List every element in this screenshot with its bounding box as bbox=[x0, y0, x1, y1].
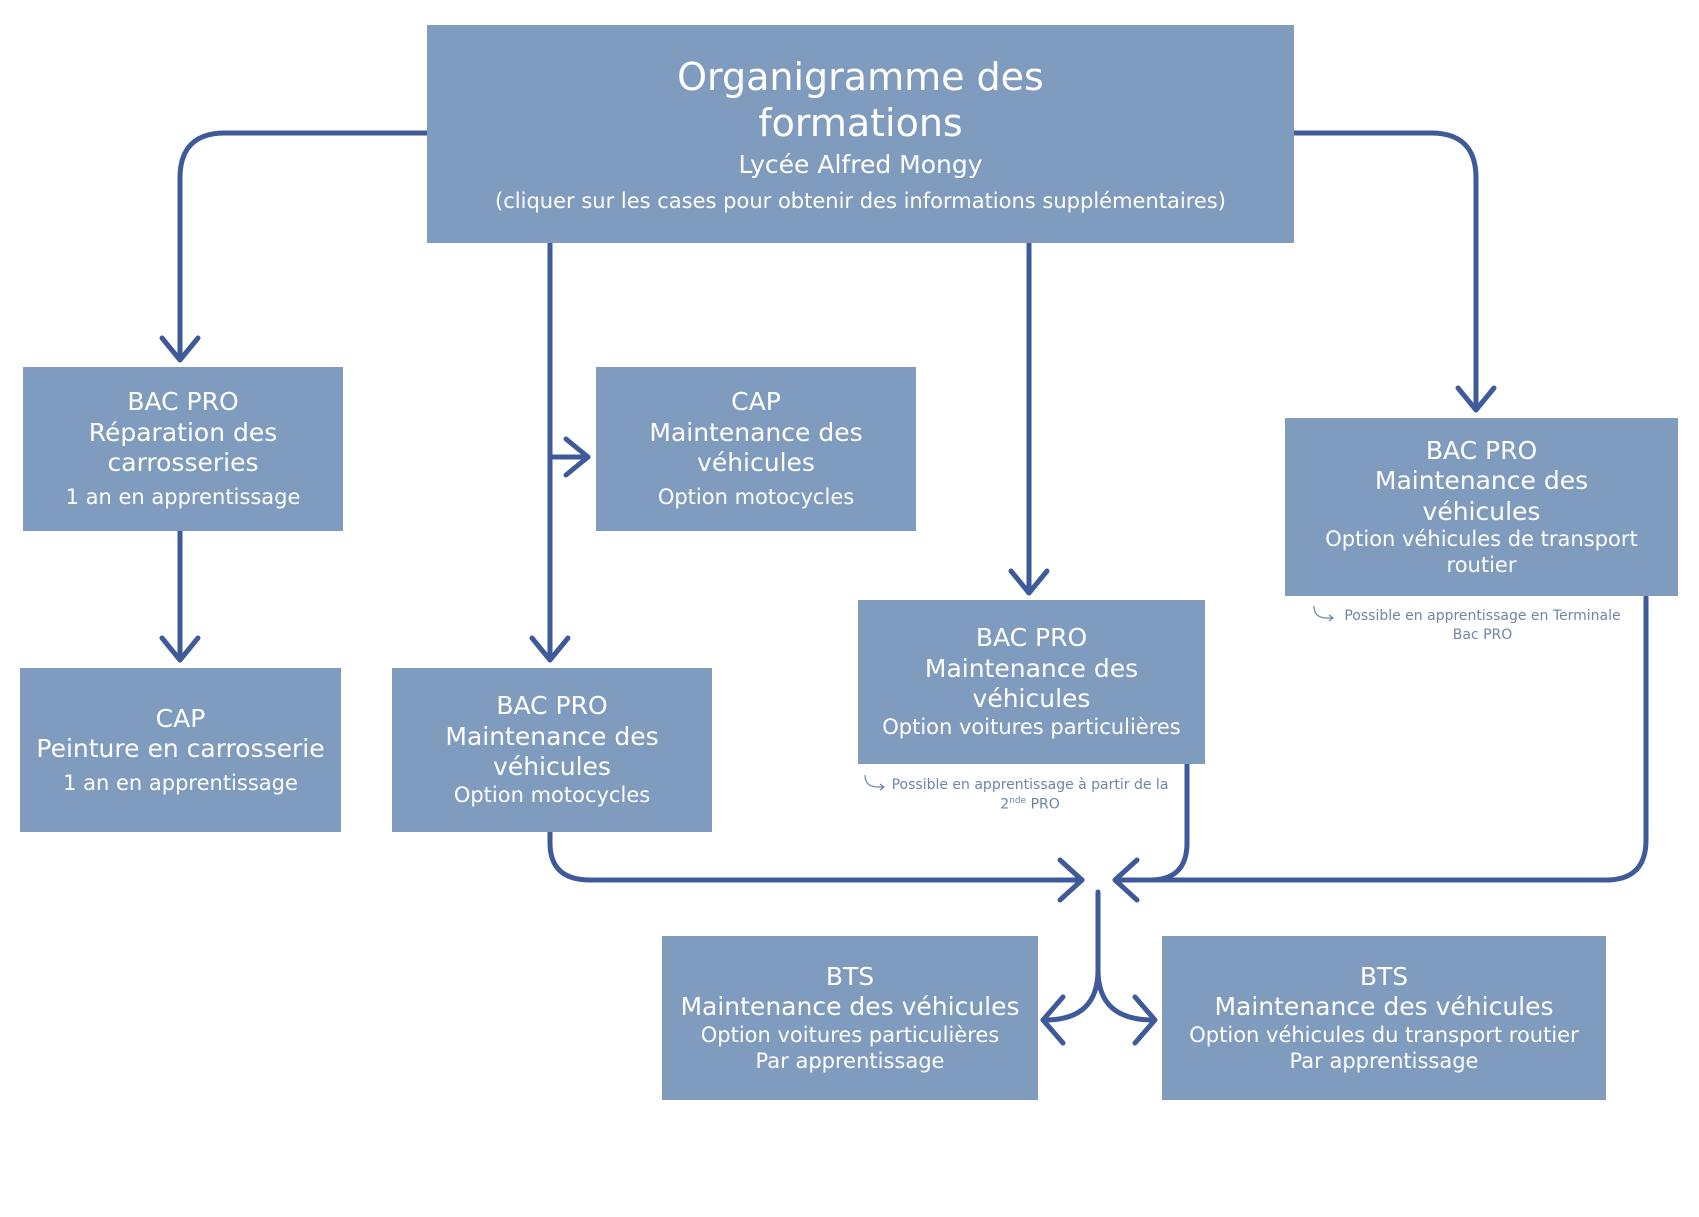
box-level: BTS bbox=[1359, 961, 1409, 991]
box-title: Maintenance des véhicules bbox=[1214, 992, 1554, 1022]
box-title: Maintenance des véhicules bbox=[649, 417, 863, 478]
connector-header-to-bacpro-carrosserie bbox=[177, 130, 430, 363]
note-hook-tr-tip bbox=[1328, 614, 1334, 622]
box-title: Peinture en carrosserie bbox=[36, 734, 325, 764]
arrowhead-bacpro-tr bbox=[1455, 385, 1497, 413]
box-level: CAP bbox=[731, 387, 781, 417]
note-hook-vp bbox=[864, 774, 883, 788]
box-mode: Par apprentissage bbox=[1289, 1048, 1479, 1073]
header-box[interactable]: Organigramme des formations Lycée Alfred… bbox=[427, 25, 1294, 243]
school-name: Lycée Alfred Mongy bbox=[738, 150, 983, 180]
box-cap-peinture[interactable]: CAP Peinture en carrosserie 1 an en appr… bbox=[20, 668, 341, 832]
arrowhead-bacpro-vp bbox=[1008, 568, 1050, 596]
box-title: Maintenance des véhicules bbox=[445, 721, 659, 782]
note-text: Possible en apprentissage à partir de la bbox=[891, 777, 1169, 793]
box-mode: Par apprentissage bbox=[755, 1048, 945, 1073]
connector-bacpro-moto-to-merge bbox=[547, 827, 1085, 883]
arrowhead-cap-moto bbox=[563, 436, 591, 478]
box-detail: Option voitures particulières bbox=[882, 714, 1181, 739]
box-detail: Option voitures particulières bbox=[700, 1022, 1000, 1047]
box-title: Réparation des carrosseries bbox=[88, 417, 278, 478]
connector-split-to-bts-vp bbox=[1042, 967, 1101, 1023]
box-detail: Option motocycles bbox=[657, 484, 855, 509]
arrowhead-merge-left bbox=[1057, 857, 1085, 903]
box-level: CAP bbox=[155, 703, 206, 733]
connector-bacpro-tr-to-merge bbox=[1147, 594, 1649, 883]
box-detail: Option motocycles bbox=[453, 782, 651, 807]
box-level: BAC PRO bbox=[127, 387, 239, 417]
box-bacpro-carrosserie[interactable]: BAC PRO Réparation des carrosseries 1 an… bbox=[23, 367, 343, 531]
box-level: BAC PRO bbox=[496, 691, 608, 721]
box-bacpro-vp[interactable]: BAC PRO Maintenance des véhicules Option… bbox=[858, 600, 1205, 764]
box-bacpro-tr[interactable]: BAC PRO Maintenance des véhicules Option… bbox=[1285, 418, 1678, 596]
arrowhead-bacpro-carrosserie bbox=[159, 335, 201, 363]
connector-split-to-bts-tr bbox=[1095, 967, 1156, 1023]
note-text: Possible en apprentissage en Terminale B… bbox=[1344, 608, 1621, 643]
page-title: Organigramme des formations bbox=[677, 54, 1044, 145]
box-bacpro-moto[interactable]: BAC PRO Maintenance des véhicules Option… bbox=[392, 668, 712, 832]
box-title: Maintenance des véhicules bbox=[924, 653, 1139, 714]
note-tail: PRO bbox=[1030, 796, 1060, 813]
box-bts-tr[interactable]: BTS Maintenance des véhicules Option véh… bbox=[1162, 936, 1606, 1100]
box-level: BTS bbox=[825, 961, 875, 991]
arrowhead-bts-vp bbox=[1040, 994, 1066, 1046]
note-level: 2 bbox=[1000, 796, 1010, 813]
box-level: BAC PRO bbox=[1425, 435, 1538, 465]
arrowhead-bacpro-moto bbox=[529, 635, 571, 663]
arrowhead-merge-right bbox=[1112, 857, 1140, 903]
note-level-suffix: nde bbox=[1009, 795, 1027, 806]
box-detail: 1 an en apprentissage bbox=[63, 770, 298, 795]
arrowhead-cap-peinture bbox=[159, 635, 201, 663]
note-hook-vp-tip bbox=[879, 783, 885, 791]
box-detail: 1 an en apprentissage bbox=[65, 484, 301, 509]
box-title: Maintenance des véhicules bbox=[680, 992, 1020, 1022]
note-apprentissage-vp: Possible en apprentissage à partir de la… bbox=[880, 776, 1180, 814]
instruction-text: (cliquer sur les cases pour obtenir des … bbox=[495, 188, 1226, 213]
box-detail: Option véhicules du transport routier bbox=[1189, 1022, 1579, 1047]
connector-header-to-bacpro-tr bbox=[1290, 130, 1479, 413]
note-apprentissage-tr: Possible en apprentissage en Terminale B… bbox=[1330, 607, 1635, 645]
box-detail: Option véhicules de transport routier bbox=[1325, 527, 1638, 577]
box-level: BAC PRO bbox=[975, 623, 1088, 653]
box-title: Maintenance des véhicules bbox=[1374, 466, 1589, 526]
box-bts-vp[interactable]: BTS Maintenance des véhicules Option voi… bbox=[662, 936, 1038, 1100]
arrowhead-bts-tr bbox=[1132, 994, 1158, 1046]
note-hook-tr bbox=[1313, 605, 1332, 619]
box-cap-moto[interactable]: CAP Maintenance des véhicules Option mot… bbox=[596, 367, 916, 531]
